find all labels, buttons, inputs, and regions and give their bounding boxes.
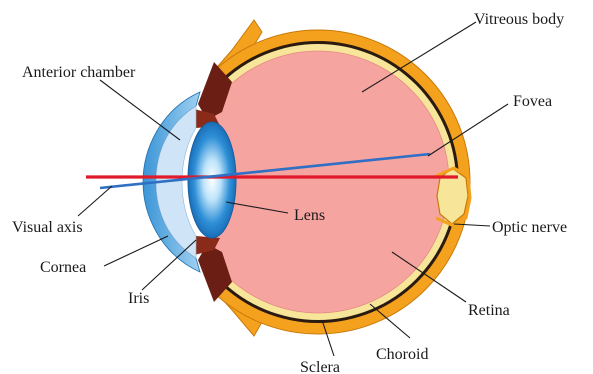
leader-cornea <box>104 236 168 266</box>
label-optic-nerve: Optic nerve <box>492 219 567 236</box>
label-visual-axis: Visual axis <box>12 219 83 236</box>
label-retina: Retina <box>468 302 510 319</box>
label-lens: Lens <box>294 207 325 224</box>
leader-visual-axis <box>78 186 112 216</box>
label-anterior-chamber: Anterior chamber <box>22 64 136 81</box>
label-cornea: Cornea <box>40 259 86 276</box>
label-sclera: Sclera <box>300 359 340 374</box>
leader-anterior-chamber <box>100 80 180 140</box>
label-vitreous-body: Vitreous body <box>474 11 564 28</box>
label-choroid: Choroid <box>376 346 428 363</box>
lens <box>188 122 236 238</box>
label-fovea: Fovea <box>513 93 552 110</box>
label-iris: Iris <box>128 290 149 307</box>
